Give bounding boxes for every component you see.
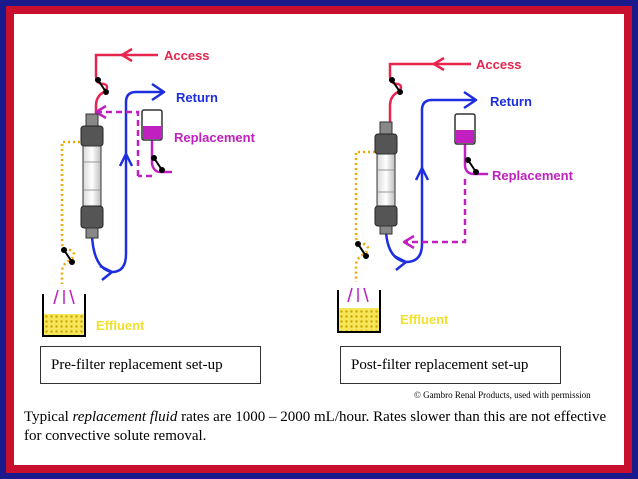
replacement-label-post: Replacement: [492, 168, 574, 183]
return-label: Return: [176, 90, 218, 105]
replacement-setup-diagram: Access Return: [42, 47, 574, 337]
note-emphasis: replacement fluid: [72, 409, 178, 425]
effluent-drip-icon: [53, 289, 75, 305]
pre-filter-diagram: Access Return: [42, 47, 256, 337]
copyright-notice: © Gambro Renal Products, used with permi…: [414, 390, 591, 400]
replacement-bag-icon: [141, 109, 163, 141]
effluent-line-post: [354, 150, 375, 282]
effluent-drip-icon-post: [347, 287, 369, 303]
access-label: Access: [164, 48, 210, 63]
hemofilter-icon-post: [374, 121, 398, 235]
replacement-pump-icon: [151, 155, 165, 173]
effluent-pump-icon-post: [355, 241, 369, 259]
replacement-rate-note: Typical replacement fluid rates are 1000…: [24, 408, 614, 446]
access-pump-icon-post: [389, 77, 403, 95]
effluent-label-post: Effluent: [400, 312, 449, 327]
hemofilter-icon: [80, 113, 104, 239]
effluent-pump-icon: [61, 247, 75, 265]
note-part-2: rates are 1000 – 2000 mL/hour. Rates slo…: [24, 409, 607, 444]
return-label-post: Return: [490, 94, 532, 109]
replacement-line-post: [402, 142, 488, 250]
access-pump-icon: [95, 77, 109, 95]
pre-filter-caption: Pre-filter replacement set-up: [40, 346, 261, 384]
slide-panel: Access Return: [14, 14, 624, 465]
effluent-container-icon-post: [337, 290, 381, 333]
replacement-pump-icon-post: [465, 157, 479, 175]
replacement-label: Replacement: [174, 130, 256, 145]
return-line: [90, 82, 166, 281]
post-filter-caption: Post-filter replacement set-up: [340, 346, 561, 384]
effluent-label: Effluent: [96, 318, 145, 333]
return-line-post: [384, 90, 478, 271]
replacement-bag-icon-post: [454, 113, 476, 145]
note-part-1: Typical: [24, 409, 73, 425]
slide-frame: Access Return: [6, 6, 632, 473]
access-label-post: Access: [476, 57, 522, 72]
effluent-container-icon: [42, 294, 86, 337]
effluent-line: [60, 140, 80, 284]
post-filter-diagram: Access Return: [337, 56, 574, 333]
